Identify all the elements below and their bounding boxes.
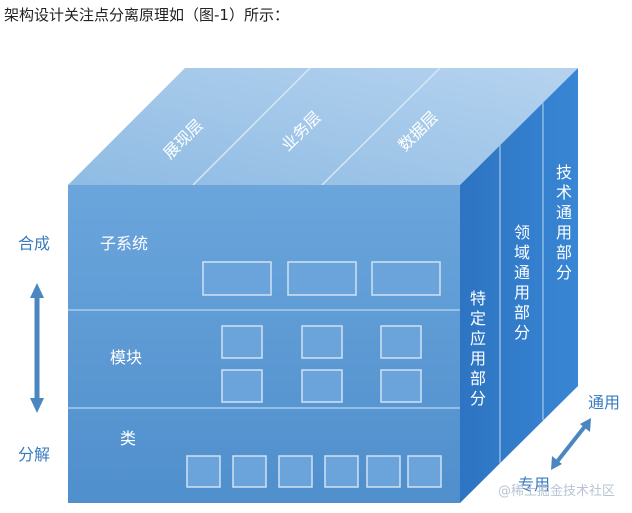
- vchar: 域: [514, 243, 530, 262]
- vchar: 用: [514, 283, 530, 302]
- top-divider: [321, 67, 441, 186]
- watermark: @稀土掘金技术社区: [498, 483, 615, 499]
- subsystem-box: [287, 261, 357, 296]
- label-compose: 合成: [18, 234, 50, 253]
- top-divider: [192, 67, 311, 186]
- vchar: 技: [556, 163, 572, 182]
- label-specific: 专用: [518, 475, 550, 494]
- caption: 架构设计关注点分离原理如（图-1）所示：: [4, 6, 289, 24]
- vchar: 部: [556, 243, 572, 262]
- class-box: [232, 455, 267, 488]
- row-label-subsystem: 子系统: [100, 234, 148, 253]
- vchar: 部: [514, 303, 530, 322]
- class-box: [324, 455, 359, 488]
- cube-side-face: [460, 68, 578, 503]
- subsystem-boxes: [202, 261, 441, 296]
- vchar: 特: [470, 289, 486, 308]
- vchar: 术: [556, 183, 572, 202]
- module-boxes: [221, 325, 422, 403]
- module-box: [380, 369, 422, 403]
- vchar: 用: [556, 223, 572, 242]
- class-box: [366, 455, 401, 488]
- vchar: 分: [470, 389, 486, 408]
- vchar: 用: [470, 349, 486, 368]
- vchar: 部: [470, 369, 486, 388]
- cube-top-face: [68, 68, 578, 185]
- class-box: [407, 455, 442, 488]
- module-box: [380, 325, 422, 359]
- vchar: 领: [514, 223, 530, 242]
- vchar: 定: [470, 309, 486, 328]
- row-label-class: 类: [120, 429, 136, 448]
- side-column-feature-specific: 特 定 应 用 部 分: [470, 289, 486, 408]
- general-specific-arrow: [551, 418, 591, 470]
- class-boxes: [186, 455, 442, 488]
- side-column-tech-general: 技 术 通 用 部 分: [556, 163, 572, 282]
- vchar: 应: [470, 329, 486, 348]
- compose-decompose-arrow: [30, 283, 44, 413]
- label-general: 通用: [588, 393, 620, 412]
- subsystem-box: [371, 261, 441, 296]
- vchar: 通: [514, 263, 530, 282]
- vchar: 分: [514, 323, 530, 342]
- module-box: [221, 325, 263, 359]
- module-box: [221, 369, 263, 403]
- subsystem-box: [202, 261, 272, 296]
- vchar: 通: [556, 203, 572, 222]
- module-box: [301, 369, 343, 403]
- vchar: 分: [556, 263, 572, 282]
- row-label-module: 模块: [110, 348, 142, 367]
- label-decompose: 分解: [18, 445, 50, 464]
- module-box: [301, 325, 343, 359]
- class-box: [186, 455, 221, 488]
- side-column-domain-general: 领 域 通 用 部 分: [514, 223, 530, 342]
- class-box: [278, 455, 313, 488]
